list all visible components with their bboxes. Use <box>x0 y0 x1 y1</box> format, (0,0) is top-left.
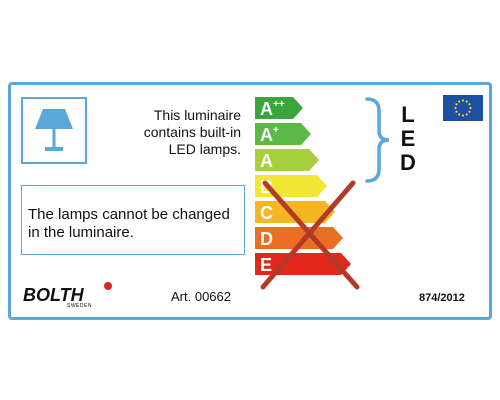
logo-subtext: SWEDEN <box>67 303 92 309</box>
logo-dot-icon <box>104 282 112 290</box>
curly-brace-icon <box>365 97 390 183</box>
led-vertical-label: L E D <box>397 103 419 175</box>
luminaire-statement: This luminaire contains built-in LED lam… <box>131 107 241 158</box>
bolthi-logo: BOLTH SWEDEN <box>23 282 123 311</box>
eu-star-icon <box>469 106 472 110</box>
eu-star-icon <box>455 103 458 106</box>
luminaire-statement-line-1: This luminaire <box>153 107 241 123</box>
eu-star-icon <box>468 110 471 113</box>
eu-star-icon <box>465 100 468 103</box>
energy-class-scale: A++A+ABCDE <box>255 97 360 290</box>
energy-class-arrow: C <box>255 201 335 223</box>
logo-text: BOLTH <box>23 285 84 305</box>
eu-star-icon <box>468 103 471 106</box>
energy-class-letter: A <box>260 99 273 119</box>
regulation-number: 874/2012 <box>419 292 465 304</box>
lamp-change-line-1: The lamps cannot be changed <box>28 206 230 223</box>
luminaire-statement-line-2: contains built-in <box>143 124 241 140</box>
energy-label: This luminaire contains built-in LED lam… <box>8 82 492 320</box>
energy-class-letter: E <box>260 255 272 275</box>
energy-class-superscript: ++ <box>273 99 285 110</box>
lamp-change-notice: The lamps cannot be changed in the lumin… <box>21 185 245 255</box>
energy-class-arrow: A <box>255 149 319 171</box>
energy-class-arrow-shape <box>255 149 319 171</box>
energy-class-arrow-shape <box>255 97 303 119</box>
energy-class-arrow-shape <box>255 201 335 223</box>
lamp-change-text: The lamps cannot be changed in the lumin… <box>28 206 230 242</box>
led-letter-l: L <box>401 102 415 127</box>
energy-class-letter: A <box>260 151 273 171</box>
lamp-change-line-2: in the luminaire. <box>28 224 134 241</box>
eu-star-icon <box>458 100 461 103</box>
energy-class-letter: C <box>260 203 273 223</box>
energy-class-arrow: A+ <box>255 123 311 145</box>
eu-flag-icon <box>443 95 483 121</box>
luminaire-statement-line-3: LED lamps. <box>168 141 241 157</box>
lamp-icon-box <box>21 97 87 164</box>
eu-star-icon <box>458 113 461 116</box>
eu-flag-background <box>443 95 483 121</box>
energy-class-letter: D <box>260 229 273 249</box>
energy-class-arrow-shape <box>255 123 311 145</box>
led-letter-e: E <box>400 126 416 151</box>
eu-star-icon <box>455 110 458 113</box>
eu-star-icon <box>461 99 465 102</box>
energy-class-superscript: + <box>273 125 279 136</box>
eu-star-icon <box>454 106 457 110</box>
table-lamp-icon <box>35 109 73 151</box>
eu-star-icon <box>461 114 465 117</box>
eu-star-icon <box>465 113 468 116</box>
led-letter-d: D <box>400 150 416 175</box>
cross-out-mark <box>260 180 356 290</box>
energy-class-letter: A <box>260 125 273 145</box>
energy-class-arrow: A++ <box>255 97 303 119</box>
article-number: Art. 00662 <box>171 289 231 304</box>
